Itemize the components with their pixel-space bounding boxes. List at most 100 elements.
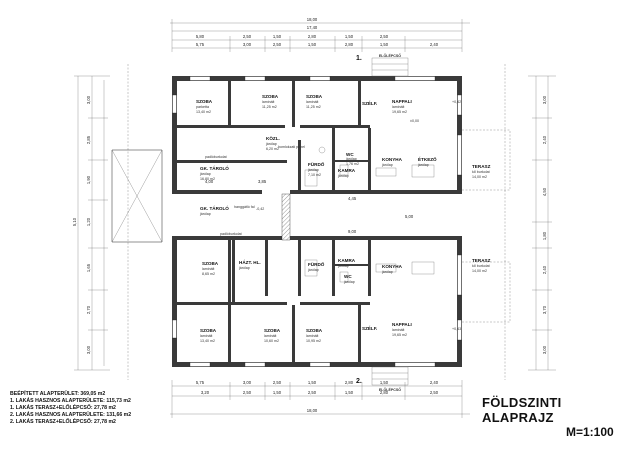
dim-label: 3,00 [542,95,547,104]
room-area: 6,20 m2 [266,147,279,151]
room-floor: járólap [381,270,393,274]
room-name: FÜRDŐ [308,161,325,167]
title-block: FÖLDSZINTI ALAPRAJZ M=1:100 [482,395,632,439]
room-floor: laminált [392,328,404,332]
room-floor: laminált [264,334,276,338]
room-name: HÁZT. HL. [239,259,261,265]
dimension-lines-top [170,19,470,52]
dim-label: 1,80 [542,231,547,240]
room-floor: kő burkolat [472,264,490,268]
dim-label: 3,70 [542,305,547,314]
dim-label: 2,40 [542,135,547,144]
inner-dim: 9,00 [348,229,357,234]
dim-label: 2,85 [86,135,91,144]
room-floor: járólap [337,174,349,178]
room-area: 13,40 m2 [196,110,211,114]
dimension-lines-right [528,75,556,371]
summary-line: 1. LAKÁS TERASZ+ELŐLÉPCSŐ: 27,78 m2 [10,405,116,411]
room-area: 19,65 m2 [392,333,407,337]
room-floor: laminált [202,267,214,271]
inner-dim: 4,00 [205,179,214,184]
room-name: SZOBA [264,328,281,333]
room-name: SZOBA [306,94,323,99]
room-name: SZOBA [202,261,219,266]
room-area: 14,00 m2 [472,269,487,273]
dim-label: 3,00 [86,345,91,354]
dim-bottom-row1: 5,75 3,00 2,50 1,50 2,80 1,50 2,40 [196,380,439,385]
room-area: 13,40 m2 [200,339,215,343]
dim-label: 1,50 [380,380,389,385]
dim-top-row1: 17,40 [307,25,318,30]
room-area: 11,25 m2 [306,105,321,109]
room-name: TERASZ [472,258,491,263]
room-floor: parketta [196,105,209,109]
dim-label: 3,20 [201,390,210,395]
summary-line: BEÉPÍTETT ALAPTERÜLET: 369,05 m2 [10,391,106,397]
elev-mark: ±0,00 [410,119,419,123]
room-name: KAMRA [338,168,356,173]
room-area: 14,00 m2 [472,175,487,179]
dim-label: 5,75 [196,380,205,385]
room-floor: laminált [262,100,274,104]
room-floor: járólap [345,157,357,161]
summary-line: 2. LAKÁS HASZNOS ALAPTERÜLETE: 131,66 m2 [10,412,132,418]
dim-label: 2,50 [243,390,252,395]
dim-label: 2,50 [308,390,317,395]
room-floor: járólap [337,264,349,268]
dim-label: 3,00 [86,95,91,104]
dim-label: 2,70 [86,305,91,314]
room-floor: járólap [238,266,250,270]
corridor-label: homlokzati panel [278,145,305,149]
room-floor: járólap [265,142,277,146]
dim-label: 1,50 [273,34,282,39]
room-floor: járólap [417,163,429,167]
dim-right-labels: 3,00 2,40 4,50 1,80 2,40 3,70 3,00 [542,95,547,354]
corridor-label: padlóburkolat [220,232,242,236]
dim-label: 3,00 [243,42,252,47]
room-name: SZOBA [196,99,213,104]
dim-top-row2: 5,80 2,50 1,50 2,80 1,50 2,50 [196,34,389,39]
room-name: KONYHA [382,264,403,269]
dim-label: 2,50 [243,34,252,39]
area-summary: BEÉPÍTETT ALAPTERÜLET: 369,05 m2 1. LAKÁ… [10,391,210,426]
room-name: SZÉLF. [362,324,377,331]
interior-walls-bottom [177,240,371,362]
room-floor: laminált [306,100,318,104]
dim-label: 2,50 [430,390,439,395]
dim-label: 2,80 [380,390,389,395]
dim-label: 1,50 [380,42,389,47]
room-name: GK. TÁROLÓ [200,204,229,211]
room-name: SZOBA [306,328,323,333]
room-area: 10,60 m2 [264,339,279,343]
room-name: KONYHA [382,157,403,162]
room-name: FÜRDŐ [308,261,325,267]
room-floor: járólap [307,168,319,172]
room-name: WC [346,152,354,157]
unit-marker-2: 2. [356,378,362,385]
dim-label: 1,65 [86,263,91,272]
room-area: 7,10 m2 [308,173,321,177]
room-name: KÖZL. [266,135,280,141]
drawing-title: FÖLDSZINTI ALAPRAJZ [482,395,562,425]
room-floor: laminált [306,334,318,338]
inner-dim: 5,00 [405,214,414,219]
room-floor: járólap [343,280,355,284]
dim-label: 2,80 [345,380,354,385]
dim-top-total: 18,00 [307,17,318,22]
dim-bottom-total: 18,00 [307,408,318,413]
dim-label: 4,50 [542,187,547,196]
